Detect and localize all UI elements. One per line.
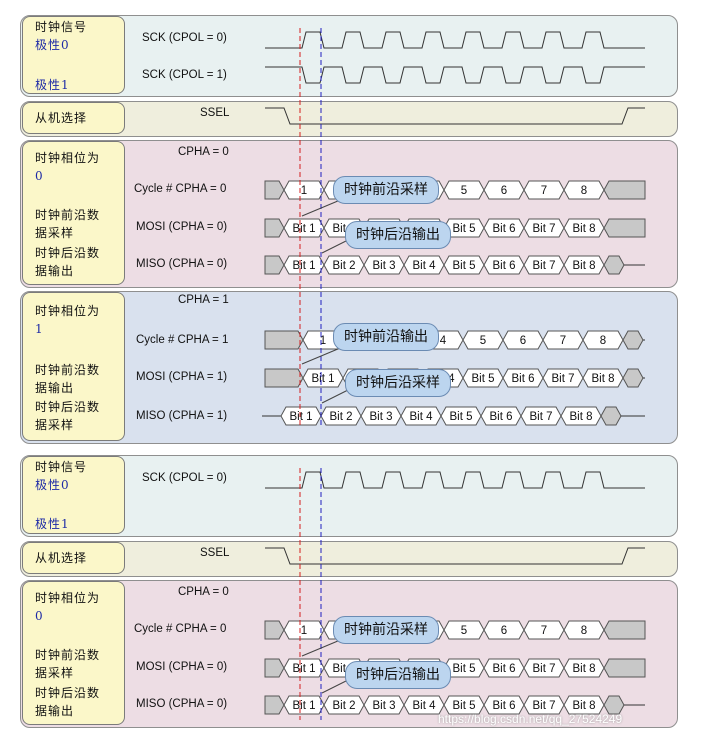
top-cpha0-callout-trailing-output: 时钟后沿输出 bbox=[345, 221, 451, 249]
top-cpha1-note-box bbox=[22, 292, 125, 441]
top-cpha0-cycle-label: Cycle # CPHA = 0 bbox=[134, 183, 227, 195]
top-clock-note-polarity0: 极性0 bbox=[35, 38, 70, 52]
bottom-clock-note-title: 时钟信号 bbox=[35, 460, 88, 474]
bottom-cpha0-note-5: 时钟后沿数 bbox=[35, 686, 101, 700]
top-cpha1-note-title: 时钟相位为 bbox=[35, 304, 101, 318]
top-cpha1-callout-trailing-sample: 时钟后沿采样 bbox=[345, 369, 451, 397]
top-cpha0-miso-label: MISO (CPHA = 0) bbox=[136, 258, 228, 270]
top-cpha0-note-3: 时钟前沿数 bbox=[35, 208, 101, 222]
bottom-cpha0-callout-trailing-output: 时钟后沿输出 bbox=[345, 661, 451, 689]
bottom-cpha0-note-box bbox=[22, 581, 125, 725]
bottom-cpha0-callout-leading-sample: 时钟前沿采样 bbox=[333, 616, 439, 644]
bottom-cpha0-note-3: 时钟前沿数 bbox=[35, 648, 101, 662]
top-cpha0-header: CPHA = 0 bbox=[178, 146, 229, 158]
bottom-sck-cpol0-label: SCK (CPOL = 0) bbox=[142, 472, 227, 484]
top-slave-note: 从机选择 bbox=[35, 111, 88, 125]
top-ssel-label: SSEL bbox=[200, 107, 230, 119]
bottom-cpha0-header: CPHA = 0 bbox=[178, 586, 229, 598]
bottom-clock-note-polarity0: 极性0 bbox=[35, 478, 70, 492]
top-clock-note-title: 时钟信号 bbox=[35, 20, 88, 34]
watermark-url: https://blog.csdn.net/qq_27524249 bbox=[438, 712, 623, 726]
bottom-cpha0-note-value: 0 bbox=[35, 609, 44, 623]
top-cpha1-note-4: 据输出 bbox=[35, 381, 75, 395]
bottom-slave-note-box bbox=[22, 542, 125, 574]
bottom-cpha0-mosi-label: MOSI (CPHA = 0) bbox=[136, 661, 228, 673]
top-cpha0-note-box bbox=[22, 141, 125, 285]
bottom-ssel-label: SSEL bbox=[200, 547, 230, 559]
bottom-slave-note: 从机选择 bbox=[35, 551, 88, 565]
top-cpha1-miso-label: MISO (CPHA = 1) bbox=[136, 410, 228, 422]
bottom-clock-note-box bbox=[22, 456, 125, 534]
top-cpha0-note-title: 时钟相位为 bbox=[35, 151, 101, 165]
top-cpha0-note-4: 据采样 bbox=[35, 226, 75, 240]
bottom-cpha0-miso-label: MISO (CPHA = 0) bbox=[136, 698, 228, 710]
bottom-clock-note-polarity1: 极性1 bbox=[35, 517, 70, 531]
bottom-cpha0-note-title: 时钟相位为 bbox=[35, 591, 101, 605]
top-cpha0-callout-leading-sample: 时钟前沿采样 bbox=[333, 176, 439, 204]
top-cpha0-note-6: 据输出 bbox=[35, 264, 75, 278]
top-cpha1-mosi-label: MOSI (CPHA = 1) bbox=[136, 371, 228, 383]
top-slave-note-box bbox=[22, 102, 125, 134]
top-cpha1-header: CPHA = 1 bbox=[178, 294, 229, 306]
top-sck-cpol1-label: SCK (CPOL = 1) bbox=[142, 69, 227, 81]
top-cpha1-note-3: 时钟前沿数 bbox=[35, 363, 101, 377]
top-clock-note-polarity1: 极性1 bbox=[35, 78, 70, 92]
top-cpha1-cycle-label: Cycle # CPHA = 1 bbox=[136, 334, 229, 346]
top-cpha0-note-value: 0 bbox=[35, 169, 44, 183]
top-cpha0-mosi-label: MOSI (CPHA = 0) bbox=[136, 221, 228, 233]
top-cpha0-note-5: 时钟后沿数 bbox=[35, 246, 101, 260]
bottom-clock-panel bbox=[20, 455, 678, 537]
bottom-cpha0-cycle-label: Cycle # CPHA = 0 bbox=[134, 623, 227, 635]
top-cpha1-note-5: 时钟后沿数 bbox=[35, 400, 101, 414]
bottom-cpha0-note-6: 据输出 bbox=[35, 704, 75, 718]
top-cpha1-note-value: 1 bbox=[35, 322, 44, 336]
top-cpha1-note-6: 据采样 bbox=[35, 418, 75, 432]
top-sck-cpol0-label: SCK (CPOL = 0) bbox=[142, 32, 227, 44]
bottom-cpha0-note-4: 据采样 bbox=[35, 666, 75, 680]
top-cpha1-callout-leading-output: 时钟前沿输出 bbox=[333, 323, 439, 351]
top-clock-note-box bbox=[22, 16, 125, 94]
